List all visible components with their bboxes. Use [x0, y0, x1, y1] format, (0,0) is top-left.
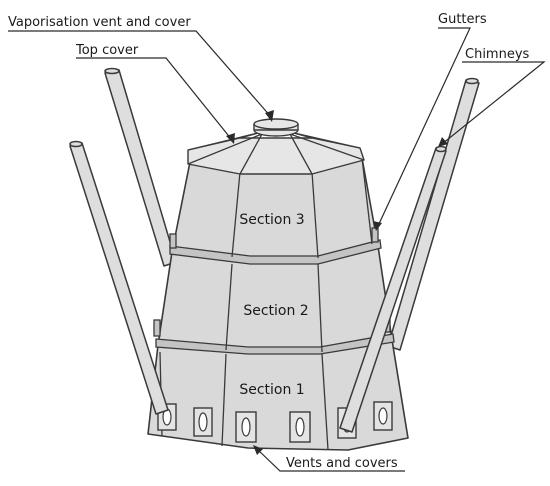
leader-gutters [377, 27, 471, 227]
leader-vaporisation-vent [8, 30, 273, 119]
vent-2-opening [198, 412, 208, 432]
lid-rib-4 [289, 133, 313, 175]
vent-4-opening [295, 417, 305, 437]
top-cover [187, 118, 365, 175]
lid-rib-3 [239, 133, 263, 175]
label-chimneys: Chimneys [465, 47, 530, 62]
leader-chimneys [441, 61, 546, 145]
lid-rib-8 [289, 133, 365, 161]
kiln-body [147, 157, 409, 451]
vent-6-opening [378, 407, 388, 425]
chimney-back-right-top [465, 77, 479, 85]
section-2-label: Section 2 [243, 303, 308, 319]
band-upper [169, 239, 382, 265]
chimney-back-left-top [104, 67, 120, 75]
lid-rib-6 [289, 131, 361, 149]
vent-3-opening [241, 417, 251, 437]
section-1-label: Section 1 [239, 382, 304, 398]
chimney-front-left-top [69, 140, 83, 148]
seam-s3-a [231, 171, 241, 258]
arrow-vaporisation-vent [265, 110, 274, 122]
chimney-front-right-top [435, 145, 447, 153]
arrow-vents-covers [253, 445, 263, 455]
seam-s1-b [321, 353, 329, 451]
label-vents-covers: Vents and covers [286, 456, 398, 471]
arrow-top-cover [226, 133, 235, 144]
section-3-label: Section 3 [239, 212, 304, 228]
gutter-lug-right-upper [371, 227, 379, 243]
label-vaporisation-vent: Vaporisation vent and cover [8, 15, 191, 30]
seam-s3-c [361, 157, 373, 245]
label-top-cover: Top cover [75, 43, 139, 58]
vaporisation-vent-top [253, 118, 299, 130]
leader-top-cover [76, 57, 233, 141]
chimney-back-left [104, 69, 177, 267]
band-lower [155, 333, 395, 355]
seam-s2-b [317, 263, 323, 353]
gutter-lug-left-upper [169, 233, 177, 249]
gutter-lug-left-lower [153, 319, 161, 337]
seam-s2-a [225, 263, 233, 351]
arrow-chimneys [438, 137, 448, 147]
chimney-back-right [387, 79, 480, 351]
label-gutters: Gutters [438, 12, 487, 27]
seam-s3-b [311, 171, 319, 259]
lid-rib-7 [187, 133, 263, 165]
arrow-gutters [373, 221, 382, 231]
seam-s1-a [221, 353, 227, 447]
leader-vents-covers [255, 447, 405, 472]
